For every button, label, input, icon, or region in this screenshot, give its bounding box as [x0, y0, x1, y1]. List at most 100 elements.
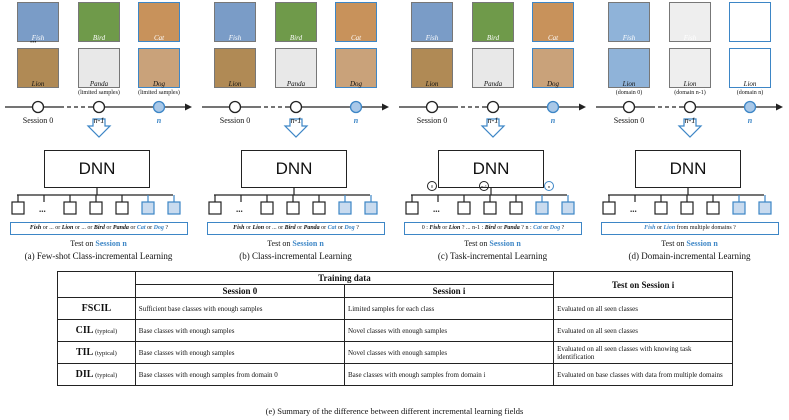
output-node: [483, 201, 497, 215]
output-node: [535, 201, 549, 215]
bottom-sample-image: [669, 48, 711, 88]
query-box: Fish or Lion from multiple domains ?: [601, 222, 779, 235]
sample-label: Panda: [89, 80, 109, 88]
session-node: [31, 100, 45, 114]
query-term: Lion: [252, 225, 265, 231]
session-label: n-1: [93, 116, 105, 125]
timeline-arrowhead: [185, 103, 192, 111]
query-term: ?: [519, 225, 526, 231]
timeline-arrowhead: [382, 103, 389, 111]
panel-caption: (a) Few-shot Class-incremental Learning: [24, 251, 173, 261]
sample-label: Panda: [483, 80, 503, 88]
query-term: or: [495, 225, 504, 231]
down-arrow-icon: [86, 118, 112, 138]
sample-label: Fish: [743, 34, 757, 42]
sample-label: Cat: [547, 34, 559, 42]
query-term: Panda: [112, 225, 129, 231]
top-sample-image: [335, 2, 377, 42]
test-session: Session n: [95, 239, 127, 248]
top-sample-image: [411, 2, 453, 42]
output-node: [364, 201, 378, 215]
down-arrow-icon: [480, 118, 506, 138]
row-header: CIL (typical): [57, 319, 136, 342]
sample-label: Lion: [622, 80, 636, 88]
sample-label: Fish: [425, 34, 439, 42]
top-sample-image: [532, 2, 574, 42]
table-row: DIL (typical)Base classes with enough sa…: [57, 363, 733, 386]
session-node: [152, 100, 166, 114]
top-sample-image: [669, 2, 711, 42]
query-term: Cat: [136, 225, 146, 231]
cell-sessioni: Base classes with enough samples from do…: [343, 363, 555, 386]
panel-caption: (d) Domain-incremental Learning: [628, 251, 751, 261]
sample-label: Lion: [743, 80, 757, 88]
cell-session0: Sufficient base classes with enough samp…: [134, 297, 345, 320]
query-term: or: [128, 225, 137, 231]
top-sample-image: [729, 2, 771, 42]
cell-test: Evaluated on all seen classes: [553, 297, 733, 320]
output-node: [11, 201, 25, 215]
bottom-sample-image: [138, 48, 180, 88]
sample-label: Bird: [289, 34, 303, 42]
output-node: [286, 201, 300, 215]
table-row: CIL (typical)Base classes with enough sa…: [57, 319, 733, 342]
output-node: [167, 201, 181, 215]
bottom-sample-image: [472, 48, 514, 88]
query-term: or: [244, 225, 253, 231]
test-session: Session n: [489, 239, 521, 248]
cell-sessioni: Novel classes with enough samples: [343, 341, 555, 364]
output-node: [338, 201, 352, 215]
panel-caption: (b) Class-incremental Learning: [239, 251, 352, 261]
query-term: ?: [354, 225, 359, 231]
top-sample-image: [78, 2, 120, 42]
query-term: or: [145, 225, 154, 231]
sample-label: Lion: [425, 80, 439, 88]
table-corner: [57, 271, 136, 298]
query-term: n: [525, 225, 529, 231]
cell-sessioni: Novel classes with enough samples: [343, 319, 555, 342]
test-label: Test on Session n: [197, 239, 394, 248]
output-node: [89, 201, 103, 215]
top-sample-image: [17, 2, 59, 42]
query-term: ?: [560, 225, 565, 231]
output-node: [758, 201, 772, 215]
output-node: [405, 201, 419, 215]
test-label: Test on Session n: [591, 239, 788, 248]
bottom-sample-image: [532, 48, 574, 88]
cell-sessioni: Limited samples for each class: [343, 297, 555, 320]
session-node: [228, 100, 242, 114]
summary-caption: (e) Summary of the difference between di…: [265, 406, 524, 416]
cell-test: Evaluated on all seen classes: [553, 319, 733, 342]
bottom-sample-image: [275, 48, 317, 88]
query-term: from multiple domains ?: [675, 225, 736, 231]
timeline-arrowhead: [776, 103, 783, 111]
test-label: Test on Session n: [0, 239, 197, 248]
output-node: [63, 201, 77, 215]
training-data-header: Training data: [134, 271, 555, 285]
dnn-box: DNN: [635, 150, 741, 188]
test-prefix: Test on: [267, 239, 293, 248]
query-term: Cat: [533, 225, 542, 231]
query-term: Cat: [327, 225, 337, 231]
output-node: [561, 201, 575, 215]
output-node: [260, 201, 274, 215]
session-label: Session 0: [22, 116, 54, 125]
query-term: :: [528, 225, 534, 231]
task-id-label: n-1: [481, 184, 487, 189]
sample-note: (domain n): [736, 90, 764, 96]
test-header: Test on Session i: [553, 271, 733, 298]
query-term: :: [424, 225, 430, 231]
ellipsis-dots: •••: [30, 40, 37, 46]
query-term: Panda: [503, 225, 520, 231]
down-arrow-icon: [283, 118, 309, 138]
row-name: DIL: [75, 369, 94, 380]
row-suffix: (typical): [93, 350, 117, 357]
session-node: [683, 100, 697, 114]
sample-label: Dog: [152, 80, 166, 88]
output-node: [706, 201, 720, 215]
top-sample-image: [275, 2, 317, 42]
query-term: or: [336, 225, 345, 231]
cell-session0: Base classes with enough samples: [134, 341, 345, 364]
